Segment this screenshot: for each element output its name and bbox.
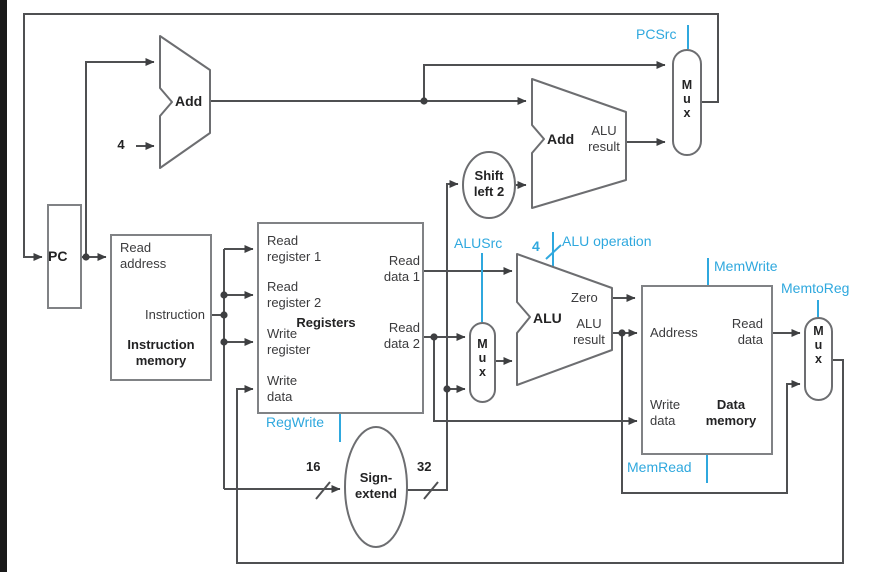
- alusrc-signal-label: ALUSrc: [454, 235, 503, 251]
- reg-read-data1-label: Read data 1: [383, 253, 420, 284]
- junction-aluresult: [618, 329, 626, 337]
- alusrc-mux: [469, 322, 496, 403]
- imem-read-address-label: Read address: [120, 240, 167, 271]
- pc-label: PC: [48, 248, 68, 264]
- reg-read-register2-label: Read register 2: [267, 279, 322, 310]
- shift-left-2-ellipse: [462, 151, 516, 219]
- dmem-name-label: Data memory: [705, 397, 757, 428]
- junction-signextend: [443, 385, 451, 393]
- window-edge: [0, 0, 7, 572]
- junction-pcplus4: [420, 97, 428, 105]
- alu-op-width-label: 4: [532, 238, 540, 254]
- wire-aluresult-to-memtoreg-mux: [621, 333, 801, 494]
- sign-extend-label: Sign- extend: [355, 470, 397, 501]
- pcsrc-mux: [672, 49, 702, 156]
- add-branch-result-label: ALU result: [588, 123, 620, 154]
- memwrite-signal-label: MemWrite: [714, 258, 778, 274]
- data-memory-box: [641, 285, 773, 455]
- alu-result-label: ALU result: [573, 316, 605, 347]
- memtoreg-signal-label: MemtoReg: [781, 280, 850, 296]
- junction-instr-3: [220, 338, 228, 346]
- junction-pc-out: [82, 253, 90, 261]
- bus-slash-32: [423, 481, 439, 500]
- branch-adder: [531, 78, 627, 209]
- junction-instr-1: [220, 291, 228, 299]
- regwrite-signal-label: RegWrite: [266, 414, 325, 430]
- alu-operation-signal-label: ALU operation: [562, 233, 652, 249]
- junction-readdata2: [430, 333, 438, 341]
- shift-left-2-label: Shift left 2: [473, 168, 505, 199]
- memread-signal-label: MemRead: [627, 459, 692, 475]
- dmem-address-label: Address: [650, 325, 698, 340]
- alu-name-label: ALU: [533, 310, 562, 326]
- reg-read-data2-label: Read data 2: [383, 320, 420, 351]
- bus-width-16-label: 16: [306, 459, 321, 474]
- reg-write-register-label: Write register: [267, 326, 311, 357]
- dmem-write-data-label: Write data: [650, 397, 681, 428]
- memtoreg-mux-label: M u x: [813, 324, 824, 366]
- junction-instr-2: [220, 311, 228, 319]
- wire-readdata2-to-dmem-writedata: [433, 337, 638, 425]
- instruction-memory-box: [110, 234, 212, 381]
- alu-shape: [516, 253, 613, 386]
- imem-instruction-label: Instruction: [145, 307, 205, 322]
- reg-read-register1-label: Read register 1: [267, 233, 322, 264]
- pcsrc-signal-label: PCSrc: [636, 26, 677, 42]
- pc-increment-adder: [159, 35, 211, 169]
- sign-extend-ellipse: [344, 426, 408, 548]
- dmem-read-data-label: Read data: [731, 316, 763, 347]
- add-branch-label: Add: [547, 131, 575, 147]
- bus-slash-16: [315, 481, 331, 500]
- const-4-label: 4: [117, 137, 125, 152]
- bus-width-32-label: 32: [417, 459, 432, 474]
- add-pc-label: Add: [175, 93, 203, 109]
- alusrc-mux-label: M u x: [477, 337, 488, 379]
- registers-box: [257, 222, 424, 414]
- imem-name-label: Instruction memory: [127, 337, 195, 368]
- wire-pcsrc-mux-to-pc: [23, 13, 719, 261]
- wire-writeback-to-registers: [236, 359, 844, 564]
- registers-name-label: Registers: [296, 315, 356, 330]
- pc-box: [47, 204, 82, 309]
- bus-slash-aluop-4: [545, 244, 562, 260]
- memtoreg-mux: [804, 317, 833, 401]
- wire-pc-to-add4: [85, 58, 155, 257]
- reg-write-data-label: Write data: [267, 373, 298, 404]
- pcsrc-mux-label: M u x: [681, 78, 693, 120]
- wire-signextend-to-shift: [407, 180, 459, 491]
- wire-pcplus4-to-pcsrc-mux: [423, 61, 666, 101]
- alu-zero-label: Zero: [571, 290, 598, 305]
